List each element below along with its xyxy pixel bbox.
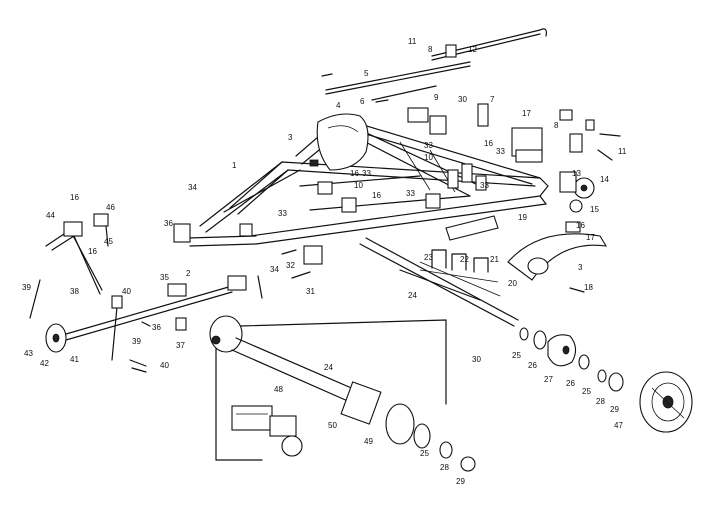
bracket-19 [445,215,499,241]
callout-40: 40 [122,287,131,296]
callout-50: 50 [328,421,337,430]
spring-hanger-13-14 [559,171,595,293]
top-rod-upper [431,28,547,61]
callout-36-low: 36 [152,323,161,332]
callout-31: 31 [306,287,315,296]
callout-1: 1 [232,161,237,170]
callout-13: 13 [572,169,581,178]
callout-20: 20 [508,279,517,288]
callout-24-top: 24 [408,291,417,300]
callout-labels: 11 8 12 5 4 6 9 30 7 3 17 8 11 33 10 16 … [22,37,627,486]
callout-34-mid: 34 [270,265,279,274]
callout-43: 43 [24,349,33,358]
callout-33-b: 33 [496,147,505,156]
callout-14: 14 [600,175,609,184]
callout-34: 34 [188,183,197,192]
callout-45: 45 [104,237,113,246]
callout-33-mid: 33 [362,169,371,178]
callout-37: 37 [176,341,185,350]
motor-48 [231,405,303,457]
callout-16-left-b: 16 [88,247,97,256]
fender [507,221,608,281]
callout-48: 48 [274,385,283,394]
callout-25-b: 25 [582,387,591,396]
hub-assembly-right [519,327,624,392]
bracket-32 [281,245,323,279]
callout-36: 36 [164,219,173,228]
callout-39-low: 39 [132,337,141,346]
callout-35: 35 [160,273,169,282]
callout-11-right: 11 [618,147,627,156]
callout-17: 17 [522,109,531,118]
callout-24: 24 [324,363,333,372]
callout-29-low: 29 [456,477,465,486]
callout-25: 25 [512,351,521,360]
callout-32: 32 [286,261,295,270]
callout-2: 2 [186,269,191,278]
callout-16-low: 16 [372,191,381,200]
callout-41: 41 [70,355,79,364]
callout-6: 6 [360,97,365,106]
callout-5: 5 [364,69,369,78]
callout-27: 27 [544,375,553,384]
callout-44: 44 [46,211,55,220]
callout-7: 7 [490,95,495,104]
steering-arm-38-44 [29,213,109,319]
callout-16-mid: 16 [350,169,359,178]
leaf-spring-axle [359,237,519,327]
callout-26: 26 [528,361,537,370]
callout-21: 21 [490,255,499,264]
callout-18: 18 [584,283,593,292]
callout-16-right: 16 [576,221,585,230]
tie-rod-39-40 [111,295,147,373]
callout-33-left: 33 [278,209,287,218]
callout-30-low: 30 [472,355,481,364]
small-brackets-2-35-36-37 [141,275,263,331]
callout-26-b: 26 [566,379,575,388]
callout-33-low: 33 [406,189,415,198]
axle-tube-assembly [209,315,476,472]
callout-40-low: 40 [160,361,169,370]
callout-19: 19 [518,213,527,222]
top-rod-lower [321,61,471,101]
callout-47: 47 [614,421,623,430]
callout-23: 23 [424,253,433,262]
callout-28-low: 28 [440,463,449,472]
callout-3-right: 3 [578,263,583,272]
callout-29: 29 [610,405,619,414]
callout-15: 15 [590,205,599,214]
inset-frame [215,319,447,461]
callout-8-right: 8 [554,121,559,130]
callout-39: 39 [22,283,31,292]
callout-49: 49 [364,437,373,446]
callout-4: 4 [336,101,341,110]
tank-shroud [316,113,369,171]
left-hub-41-43 [45,275,247,353]
callout-16-left: 16 [70,193,79,202]
callout-22: 22 [460,255,469,264]
callout-33-top: 33 [424,141,433,150]
callout-46: 46 [106,203,115,212]
callout-12: 12 [468,45,477,54]
callout-38: 38 [70,287,79,296]
callout-16: 16 [484,139,493,148]
callout-33-c: 33 [480,181,489,190]
callout-25-low: 25 [420,449,429,458]
callout-9: 9 [434,93,439,102]
callout-8: 8 [428,45,433,54]
callout-3: 3 [288,133,293,142]
callout-30: 30 [458,95,467,104]
callout-42: 42 [40,359,49,368]
callout-17-right: 17 [586,233,595,242]
wheel [639,371,693,433]
callout-10-mid: 10 [354,181,363,190]
callout-11: 11 [408,37,417,46]
u-bolt-group-21-22 [419,249,499,283]
callout-28: 28 [596,397,605,406]
upper-brackets [375,99,621,163]
callout-10: 10 [424,153,433,162]
